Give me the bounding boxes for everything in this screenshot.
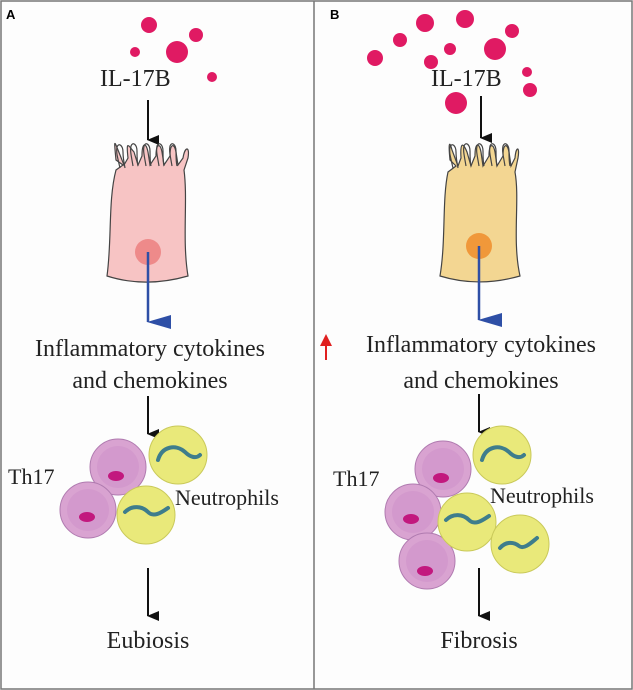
epithelial-cell-a xyxy=(106,142,190,283)
epithelial-cell-b xyxy=(439,143,521,283)
th17-cell xyxy=(89,438,147,496)
neutrophil-cell xyxy=(148,425,208,485)
cytokines-line2-a: and chemokines xyxy=(72,368,227,394)
neutrophil-cell xyxy=(472,425,532,485)
epithelial-cell-body-b xyxy=(439,143,521,283)
cell-cluster-a xyxy=(59,425,208,545)
th17-label-a: Th17 xyxy=(8,464,54,489)
neutrophil-cell xyxy=(490,514,550,574)
th17-cell xyxy=(398,532,456,590)
th17-label-b: Th17 xyxy=(333,466,379,491)
th17-cell xyxy=(384,483,442,541)
microvilli-a xyxy=(116,143,178,169)
ligand-label-b: IL-17B xyxy=(431,66,502,92)
epithelial-cell-body-a xyxy=(106,142,190,283)
outcome-label-b: Fibrosis xyxy=(440,628,517,654)
neutrophil-cell xyxy=(437,492,497,552)
panel-a-letter: A xyxy=(6,7,16,22)
panel-b: B IL-17B xyxy=(320,7,596,654)
microvilli-b xyxy=(449,143,511,169)
cell-cluster-b xyxy=(384,425,550,590)
th17-cell xyxy=(59,481,117,539)
neutrophil-cell xyxy=(116,485,176,545)
il17b-dots-b xyxy=(367,10,537,114)
panel-a: A IL-17B Inflammatory cytokines and chem… xyxy=(6,7,279,654)
neutrophils-label-b: Neutrophils xyxy=(490,483,594,508)
neutrophils-label-a: Neutrophils xyxy=(175,485,279,510)
cytokines-line1-b: Inflammatory cytokines xyxy=(366,332,596,358)
outcome-label-a: Eubiosis xyxy=(107,628,190,654)
cytokines-line2-b: and chemokines xyxy=(403,368,558,394)
panel-b-letter: B xyxy=(330,7,339,22)
ligand-label-a: IL-17B xyxy=(100,66,171,92)
il17b-dots-a xyxy=(130,17,217,82)
th17-cell xyxy=(414,440,472,498)
red-up-arrow-icon xyxy=(320,334,332,360)
cytokines-line1-a: Inflammatory cytokines xyxy=(35,336,265,362)
